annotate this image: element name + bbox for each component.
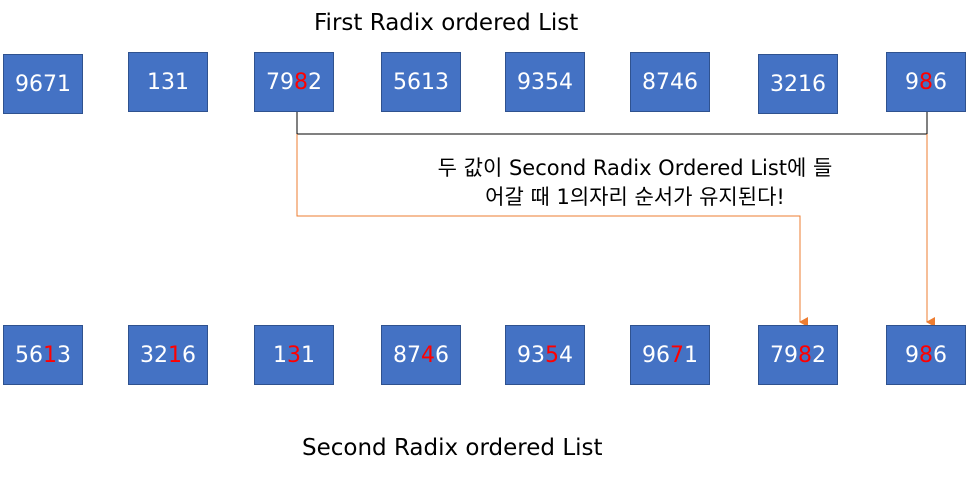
digits: 2 (812, 342, 826, 368)
digits: 9 (905, 342, 919, 368)
digits: 9 (905, 69, 919, 95)
digits: 6 (933, 342, 947, 368)
first-list-title: First Radix ordered List (314, 10, 579, 36)
digits: 3 (57, 342, 71, 368)
digits: 1 (301, 342, 315, 368)
highlight-digit: 7 (670, 342, 684, 368)
highlight-digit: 8 (919, 69, 933, 95)
first-list-box-2: 131 (128, 52, 208, 112)
digits: 9671 (15, 71, 71, 97)
digits: 5613 (393, 69, 449, 95)
digits: 8746 (642, 69, 698, 95)
digits: 4 (559, 342, 573, 368)
digits: 93 (517, 342, 545, 368)
highlight-digit: 4 (421, 342, 435, 368)
first-list-box-6: 8746 (630, 52, 710, 112)
note-line-2: 어갈 때 1의자리 순서가 유지된다! (485, 185, 785, 209)
digits: 1 (684, 342, 698, 368)
note-text: 두 값이 Second Radix Ordered List에 들 어갈 때 1… (385, 154, 885, 212)
highlight-digit: 8 (294, 69, 308, 95)
digits: 96 (642, 342, 670, 368)
digits: 2 (308, 69, 322, 95)
digits: 131 (147, 69, 189, 95)
digits: 6 (933, 69, 947, 95)
highlight-digit: 1 (168, 342, 182, 368)
highlight-digit: 8 (798, 342, 812, 368)
digits: 3216 (770, 71, 826, 97)
digits: 56 (15, 342, 43, 368)
digits: 9354 (517, 69, 573, 95)
highlight-digit: 5 (545, 342, 559, 368)
second-list-title: Second Radix ordered List (302, 435, 603, 461)
digits: 6 (182, 342, 196, 368)
note-line-1: 두 값이 Second Radix Ordered List에 들 (437, 156, 833, 180)
digits: 79 (266, 69, 294, 95)
first-list-box-1: 9671 (3, 54, 83, 114)
highlight-digit: 3 (287, 342, 301, 368)
digits: 79 (770, 342, 798, 368)
digits: 1 (273, 342, 287, 368)
highlight-digit: 8 (919, 342, 933, 368)
digits: 32 (140, 342, 168, 368)
first-list-box-4: 5613 (381, 52, 461, 112)
first-list-box-5: 9354 (505, 52, 585, 112)
digits: 87 (393, 342, 421, 368)
first-list-box-7: 3216 (758, 54, 838, 114)
highlight-digit: 1 (43, 342, 57, 368)
bracket-line (296, 112, 928, 135)
arrow-to-7982 (296, 134, 808, 327)
digits: 6 (435, 342, 449, 368)
